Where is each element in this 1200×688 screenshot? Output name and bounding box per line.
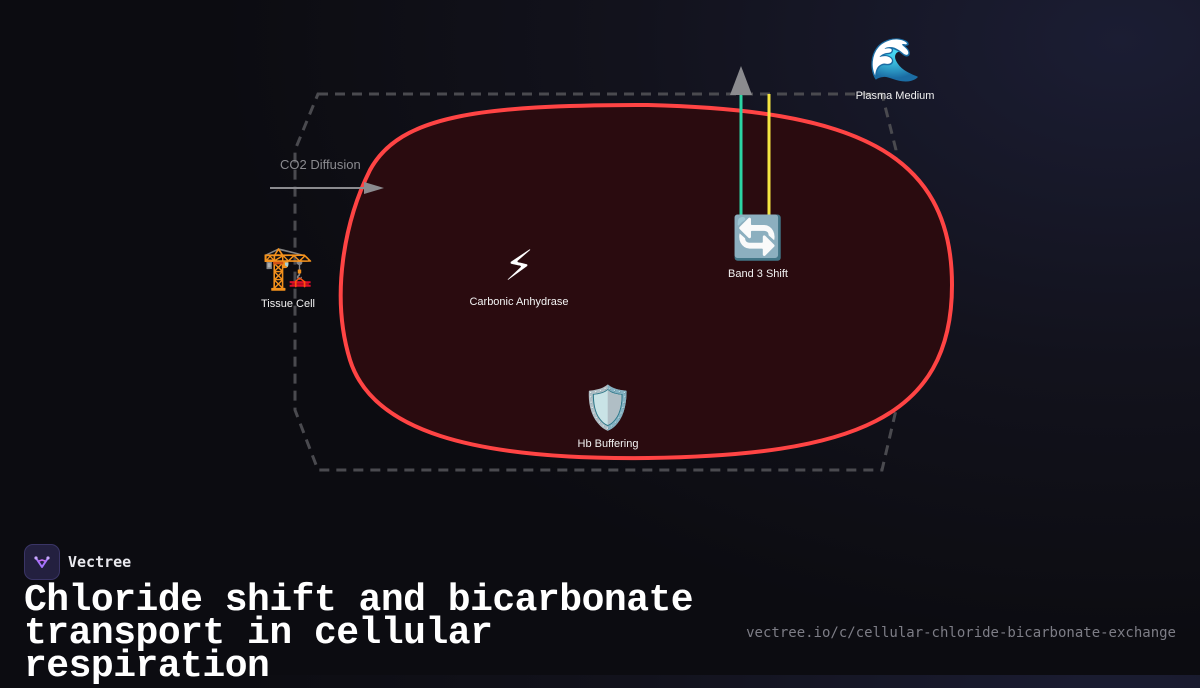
- node-band3-shift: 🔄 Band 3 Shift: [728, 213, 788, 281]
- red-blood-cell: [338, 102, 955, 461]
- co2-diffusion-arrowhead: [364, 182, 384, 194]
- page-title: Chloride shift and bicarbonate transport…: [24, 579, 694, 688]
- node-carbonic-anhydrase: ⚡ Carbonic Anhydrase: [469, 241, 569, 309]
- lightning-icon: ⚡: [504, 241, 534, 290]
- cycle-arrows-icon: 🔄: [731, 213, 785, 262]
- band3-shift-label: Band 3 Shift: [728, 268, 788, 280]
- carbonic-anhydrase-label: Carbonic Anhydrase: [469, 296, 569, 308]
- plasma-medium-label: Plasma Medium: [855, 90, 935, 102]
- hb-buffering-label: Hb Buffering: [577, 438, 639, 450]
- source-url[interactable]: vectree.io/c/cellular-chloride-bicarbona…: [746, 625, 1176, 641]
- vectree-logo-icon: [24, 544, 60, 580]
- shield-icon: 🛡️: [581, 383, 635, 432]
- wave-icon: 🌊: [868, 35, 922, 84]
- tissue-cell-label: Tissue Cell: [261, 298, 315, 310]
- transport-arrowhead: [730, 66, 752, 95]
- node-hb-buffering: 🛡️ Hb Buffering: [577, 383, 639, 451]
- node-tissue-cell: 🏗️ Tissue Cell: [261, 243, 315, 311]
- construction-crane-icon: 🏗️: [261, 243, 315, 292]
- plasma-boundary: [293, 92, 898, 472]
- brand: Vectree: [24, 544, 131, 580]
- node-plasma-medium: 🌊 Plasma Medium: [855, 35, 935, 103]
- brand-name: Vectree: [68, 553, 132, 571]
- co2-diffusion-label: CO2 Diffusion: [280, 157, 361, 172]
